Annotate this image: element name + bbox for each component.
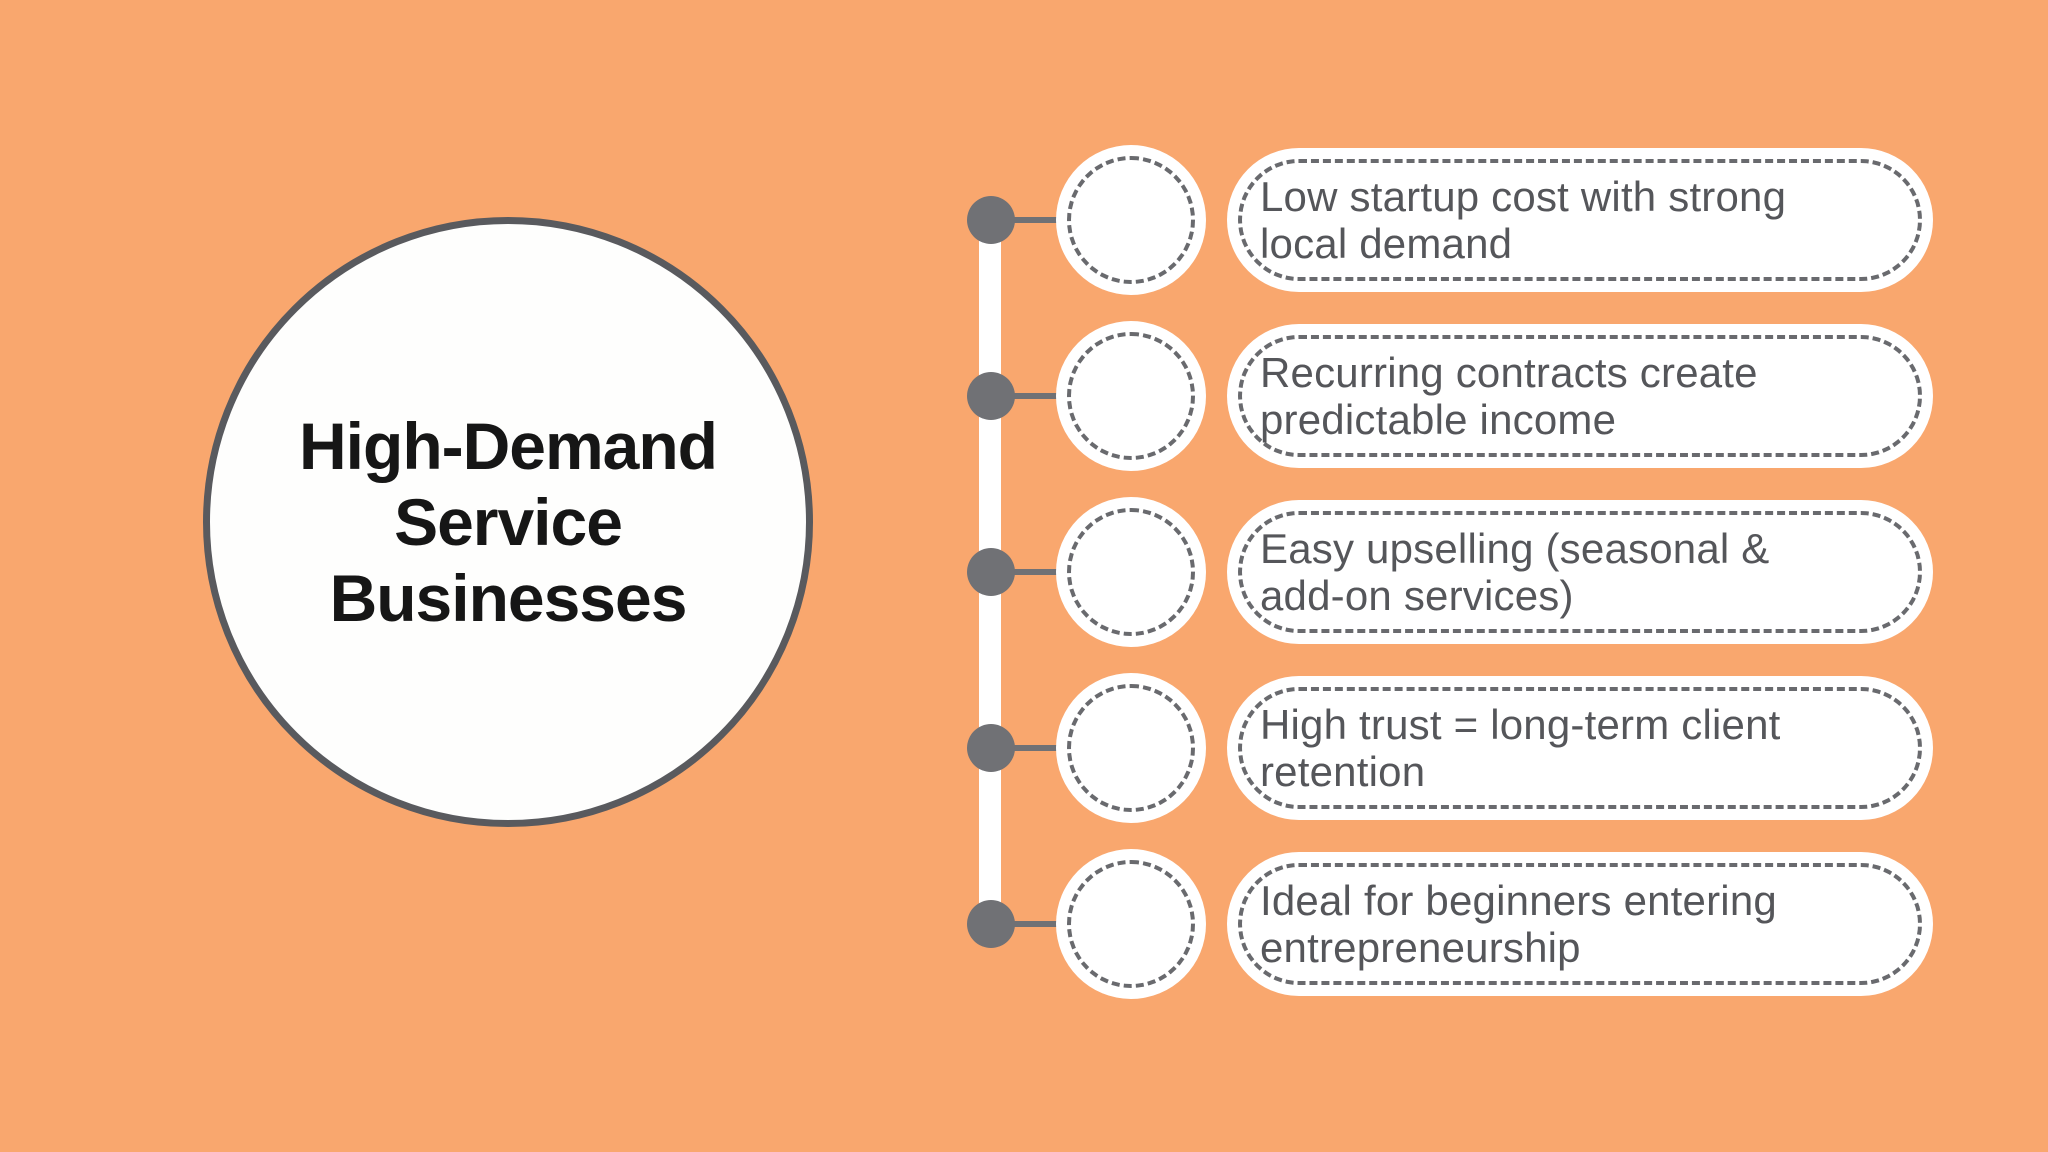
benefit-pill: Recurring contracts create predictable i…	[1227, 324, 1933, 468]
pill-dashed-border	[1238, 335, 1922, 457]
pill-dashed-border	[1238, 687, 1922, 809]
timeline-dot	[967, 548, 1015, 596]
benefit-pill: Low startup cost with strong local deman…	[1227, 148, 1933, 292]
node-dashed-ring	[1067, 860, 1195, 988]
node-circle	[1056, 673, 1206, 823]
benefit-row-1: Low startup cost with strong local deman…	[967, 145, 1937, 295]
pill-dashed-border	[1238, 511, 1922, 633]
benefit-label-line-1: Ideal for beginners entering	[1260, 877, 1777, 924]
timeline-dot	[967, 900, 1015, 948]
benefit-label-line-2: predictable income	[1260, 396, 1617, 443]
benefit-label-line-1: Low startup cost with strong	[1260, 173, 1787, 220]
benefit-label: Recurring contracts create predictable i…	[1260, 324, 1870, 468]
pill-dashed-border	[1238, 863, 1922, 985]
node-dashed-ring	[1067, 156, 1195, 284]
benefit-label-line-2: local demand	[1260, 220, 1513, 267]
title-line-2: Service	[394, 485, 623, 559]
node-dashed-ring	[1067, 684, 1195, 812]
benefit-label: Easy upselling (seasonal & add-on servic…	[1260, 500, 1870, 644]
benefit-label-line-2: retention	[1260, 748, 1426, 795]
benefit-label-line-1: Easy upselling (seasonal &	[1260, 525, 1770, 572]
title-line-3: Businesses	[329, 561, 688, 635]
title-line-1: High-Demand	[299, 409, 718, 483]
node-circle	[1056, 145, 1206, 295]
benefit-label-line-2: entrepreneurship	[1260, 924, 1581, 971]
timeline-dot	[967, 372, 1015, 420]
node-circle	[1056, 849, 1206, 999]
benefit-row-4: High trust = long-term client retention	[967, 673, 1937, 823]
title-circle: High-Demand Service Businesses	[203, 217, 813, 827]
node-dashed-ring	[1067, 332, 1195, 460]
benefit-label: Low startup cost with strong local deman…	[1260, 148, 1870, 292]
connector-line	[991, 569, 1069, 575]
connector-line	[991, 217, 1069, 223]
page-title: High-Demand Service Businesses	[299, 408, 718, 636]
benefit-label: Ideal for beginners entering entrepreneu…	[1260, 852, 1870, 996]
benefit-row-3: Easy upselling (seasonal & add-on servic…	[967, 497, 1937, 647]
pill-dashed-border	[1238, 159, 1922, 281]
benefit-label-line-1: Recurring contracts create	[1260, 349, 1758, 396]
node-dashed-ring	[1067, 508, 1195, 636]
timeline-dot	[967, 196, 1015, 244]
node-circle	[1056, 497, 1206, 647]
node-circle	[1056, 321, 1206, 471]
timeline-dot	[967, 724, 1015, 772]
benefit-pill: High trust = long-term client retention	[1227, 676, 1933, 820]
connector-line	[991, 393, 1069, 399]
benefit-label-line-1: High trust = long-term client	[1260, 701, 1781, 748]
benefit-pill: Easy upselling (seasonal & add-on servic…	[1227, 500, 1933, 644]
connector-line	[991, 921, 1069, 927]
benefit-row-5: Ideal for beginners entering entrepreneu…	[967, 849, 1937, 999]
connector-line	[991, 745, 1069, 751]
benefit-label-line-2: add-on services)	[1260, 572, 1574, 619]
benefit-pill: Ideal for beginners entering entrepreneu…	[1227, 852, 1933, 996]
benefit-row-2: Recurring contracts create predictable i…	[967, 321, 1937, 471]
benefit-label: High trust = long-term client retention	[1260, 676, 1870, 820]
